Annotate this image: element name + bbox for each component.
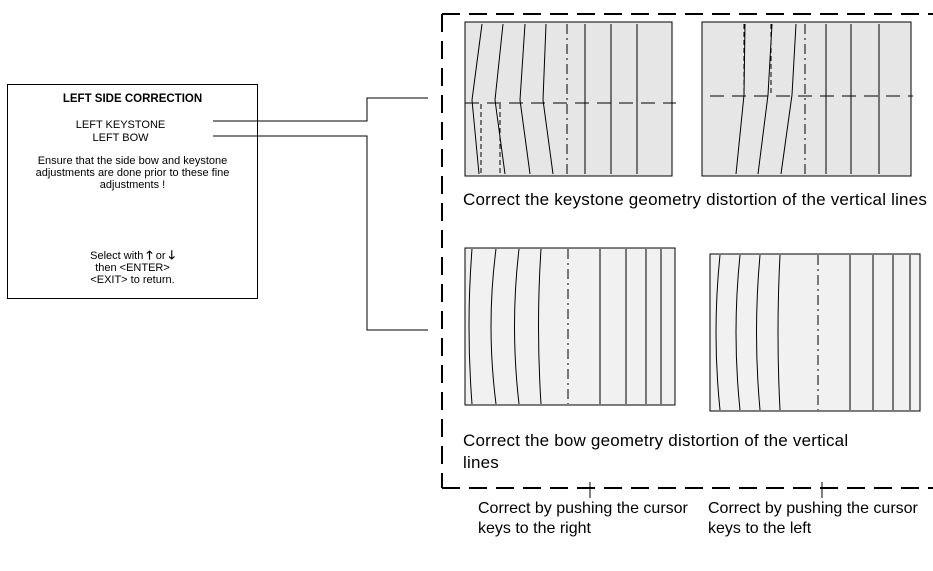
- connector-lines: [213, 97, 428, 331]
- push-left-caption: Correct by pushing the cursor keys to th…: [708, 500, 918, 537]
- connector-bow: [213, 135, 428, 331]
- keystone-caption: Correct the keystone geometry distortion…: [463, 190, 928, 209]
- exit-text: <EXIT> to return.: [90, 274, 175, 286]
- connector-keystone: [213, 97, 428, 122]
- select-prefix: Select with: [90, 250, 144, 262]
- up-arrow-icon: 🡑: [146, 248, 153, 262]
- then-enter-text: then <ENTER>: [95, 262, 170, 274]
- menu-item-left-bow[interactable]: LEFT BOW: [92, 132, 149, 144]
- keystone-panel-left: [701, 21, 913, 177]
- menu-note: Ensure that the side bow and keystone ad…: [35, 155, 230, 191]
- bow-panel-right: [464, 247, 676, 406]
- keystone-panel-right: [464, 21, 676, 177]
- select-or: or: [155, 250, 166, 262]
- push-right-caption: Correct by pushing the cursor keys to th…: [478, 500, 688, 537]
- bow-panel-left: [709, 253, 921, 412]
- down-arrow-icon: 🡓: [168, 248, 175, 262]
- dashed-frame: [441, 13, 933, 489]
- menu-instructions: Select with 🡑 or 🡓 then <ENTER> <EXIT> t…: [8, 249, 257, 286]
- menu-title: LEFT SIDE CORRECTION: [62, 93, 203, 105]
- menu-item-left-keystone[interactable]: LEFT KEYSTONE: [75, 119, 166, 131]
- select-line: Select with 🡑 or 🡓: [8, 249, 257, 262]
- bow-caption: Correct the bow geometry distortion of t…: [463, 431, 849, 472]
- left-side-correction-menu: LEFT SIDE CORRECTION LEFT KEYSTONE LEFT …: [7, 84, 258, 299]
